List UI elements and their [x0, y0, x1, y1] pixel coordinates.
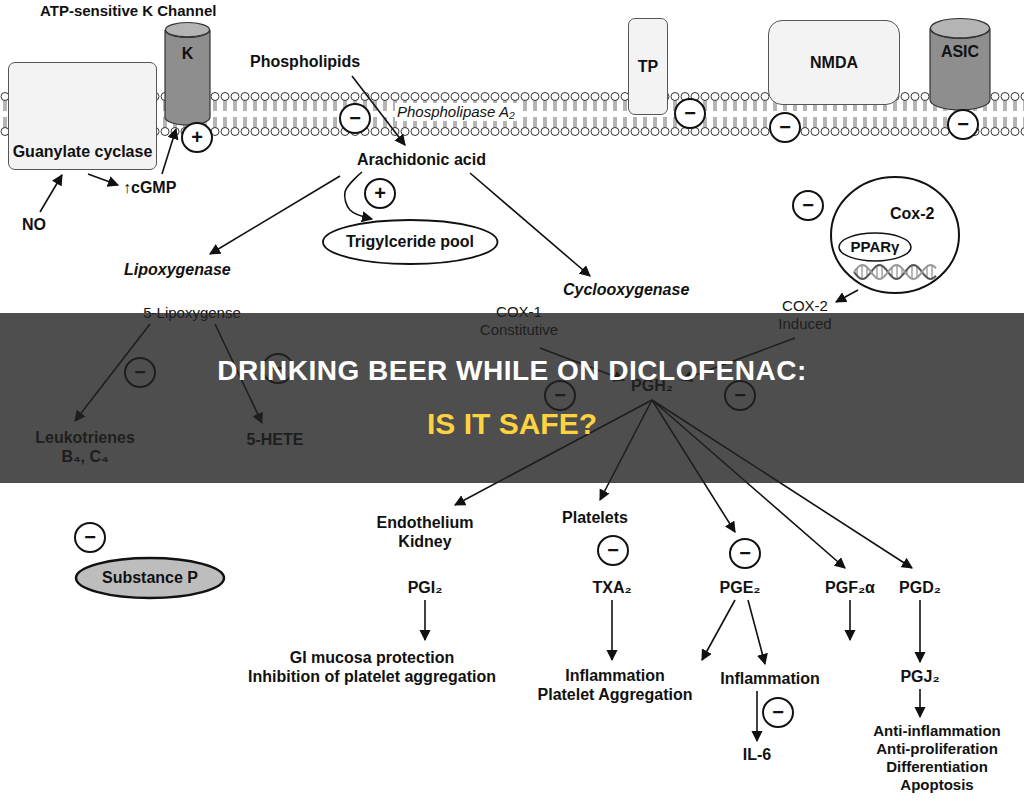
pathway-arrow: [849, 600, 851, 640]
inhibition-sign: −: [947, 109, 979, 140]
pathway-label: GI mucosa protection Inhibition of plate…: [248, 648, 496, 686]
pathway-arrow: [40, 175, 62, 212]
pathway-label: Arachidonic acid: [357, 150, 486, 169]
inhibition-sign: −: [792, 190, 824, 221]
pathway-label: NO: [22, 215, 46, 234]
pathway-arrow: [756, 691, 758, 741]
pathway-arrow: [919, 689, 921, 717]
lipid-pool: Trigylceride pool: [322, 219, 498, 265]
pathway-label: Inflammation: [720, 669, 820, 688]
pathway-arrow: [424, 600, 426, 640]
node-outline: [930, 18, 990, 110]
pathway-label: Phospholipids: [250, 52, 360, 71]
receptor-box: NMDA: [768, 20, 900, 105]
node-text: −: [957, 114, 969, 134]
inhibition-sign: −: [339, 103, 371, 134]
dna-helix: [854, 265, 936, 279]
pathway-arrow: [836, 290, 858, 302]
node-text: TP: [638, 57, 658, 76]
node-text: Guanylate cyclase: [13, 142, 153, 161]
node-text: Substance P: [102, 568, 198, 587]
inhibition-sign: −: [762, 697, 794, 728]
node-text: Cox-2: [890, 204, 934, 223]
inhibition-sign: −: [597, 535, 629, 566]
pathway-label: Lipoxygenase: [124, 260, 231, 279]
ion-channel: K: [165, 22, 210, 125]
pathway-arrow: [162, 129, 176, 174]
pathway-label: Cyclooxygenase: [563, 280, 689, 299]
pathway-arrow: [919, 600, 921, 662]
node-text: −: [349, 108, 361, 128]
activation-sign: +: [181, 122, 213, 153]
node-text: DRINKING BEER WHILE ON DICLOFENAC:: [217, 354, 806, 388]
pathway-arrow: [210, 176, 340, 254]
node-text: −: [739, 543, 751, 563]
pathway-label: ↑cGMP: [123, 178, 176, 197]
node-text: −: [84, 527, 96, 547]
pathway-label: TXA₂: [592, 578, 631, 597]
node-text: −: [772, 702, 784, 722]
neuropeptide-ellipse: Substance P: [75, 557, 225, 599]
inhibition-sign: −: [74, 522, 106, 553]
pathway-label: IL-6: [743, 745, 771, 764]
inhibition-sign: −: [769, 112, 801, 143]
pathway-label: Anti-inflammation Anti-proliferation Dif…: [873, 722, 1001, 794]
pathway-label: PGE₂: [720, 578, 761, 597]
pathway-label: Platelets: [562, 508, 628, 527]
inhibition-sign: −: [674, 98, 706, 129]
pathway-label: Inflammation Platelet Aggregation: [538, 666, 693, 704]
pathway-label: PGD₂: [899, 578, 941, 597]
node-text: NMDA: [810, 53, 858, 72]
node-text: K: [182, 44, 194, 63]
node-text: IS IT SAFE?: [427, 406, 597, 442]
node-text: −: [779, 117, 791, 137]
receptor-box: TP: [628, 18, 668, 115]
node-outline: [165, 22, 210, 125]
pathway-label: PGJ₂: [900, 667, 939, 686]
gene-expression-circle: Cox-2PPARγ: [830, 176, 960, 294]
activation-sign: +: [364, 178, 396, 209]
node-text: −: [802, 195, 814, 215]
pathway-arrow: [748, 600, 765, 664]
node-text: PPARγ: [851, 238, 900, 256]
node-text: +: [191, 127, 203, 147]
node-text: Trigylceride pool: [346, 232, 474, 251]
node-text: −: [684, 103, 696, 123]
pathway-label: PGI₂: [408, 578, 443, 597]
enzyme-box: Guanylate cyclase: [8, 62, 158, 170]
pathway-arrow: [611, 600, 613, 660]
node-text: ASIC: [941, 42, 979, 61]
inhibition-sign: −: [729, 538, 761, 569]
ion-channel: ASIC: [930, 18, 990, 110]
pathway-label: Endothelium Kidney: [377, 513, 474, 551]
pathway-label: PGF₂α: [825, 578, 875, 597]
node-text: +: [374, 183, 386, 203]
pathway-arrow: [88, 174, 118, 185]
headline-banner: DRINKING BEER WHILE ON DICLOFENAC: IS IT …: [0, 313, 1024, 483]
receptor-ellipse: PPARγ: [838, 232, 912, 262]
pathway-arrow: [470, 173, 590, 276]
node-text: −: [607, 540, 619, 560]
pathway-label: ATP-sensitive K Channel: [40, 2, 216, 20]
pathway-arrow: [702, 600, 735, 660]
pathway-label: Phospholipase A₂: [395, 103, 517, 121]
